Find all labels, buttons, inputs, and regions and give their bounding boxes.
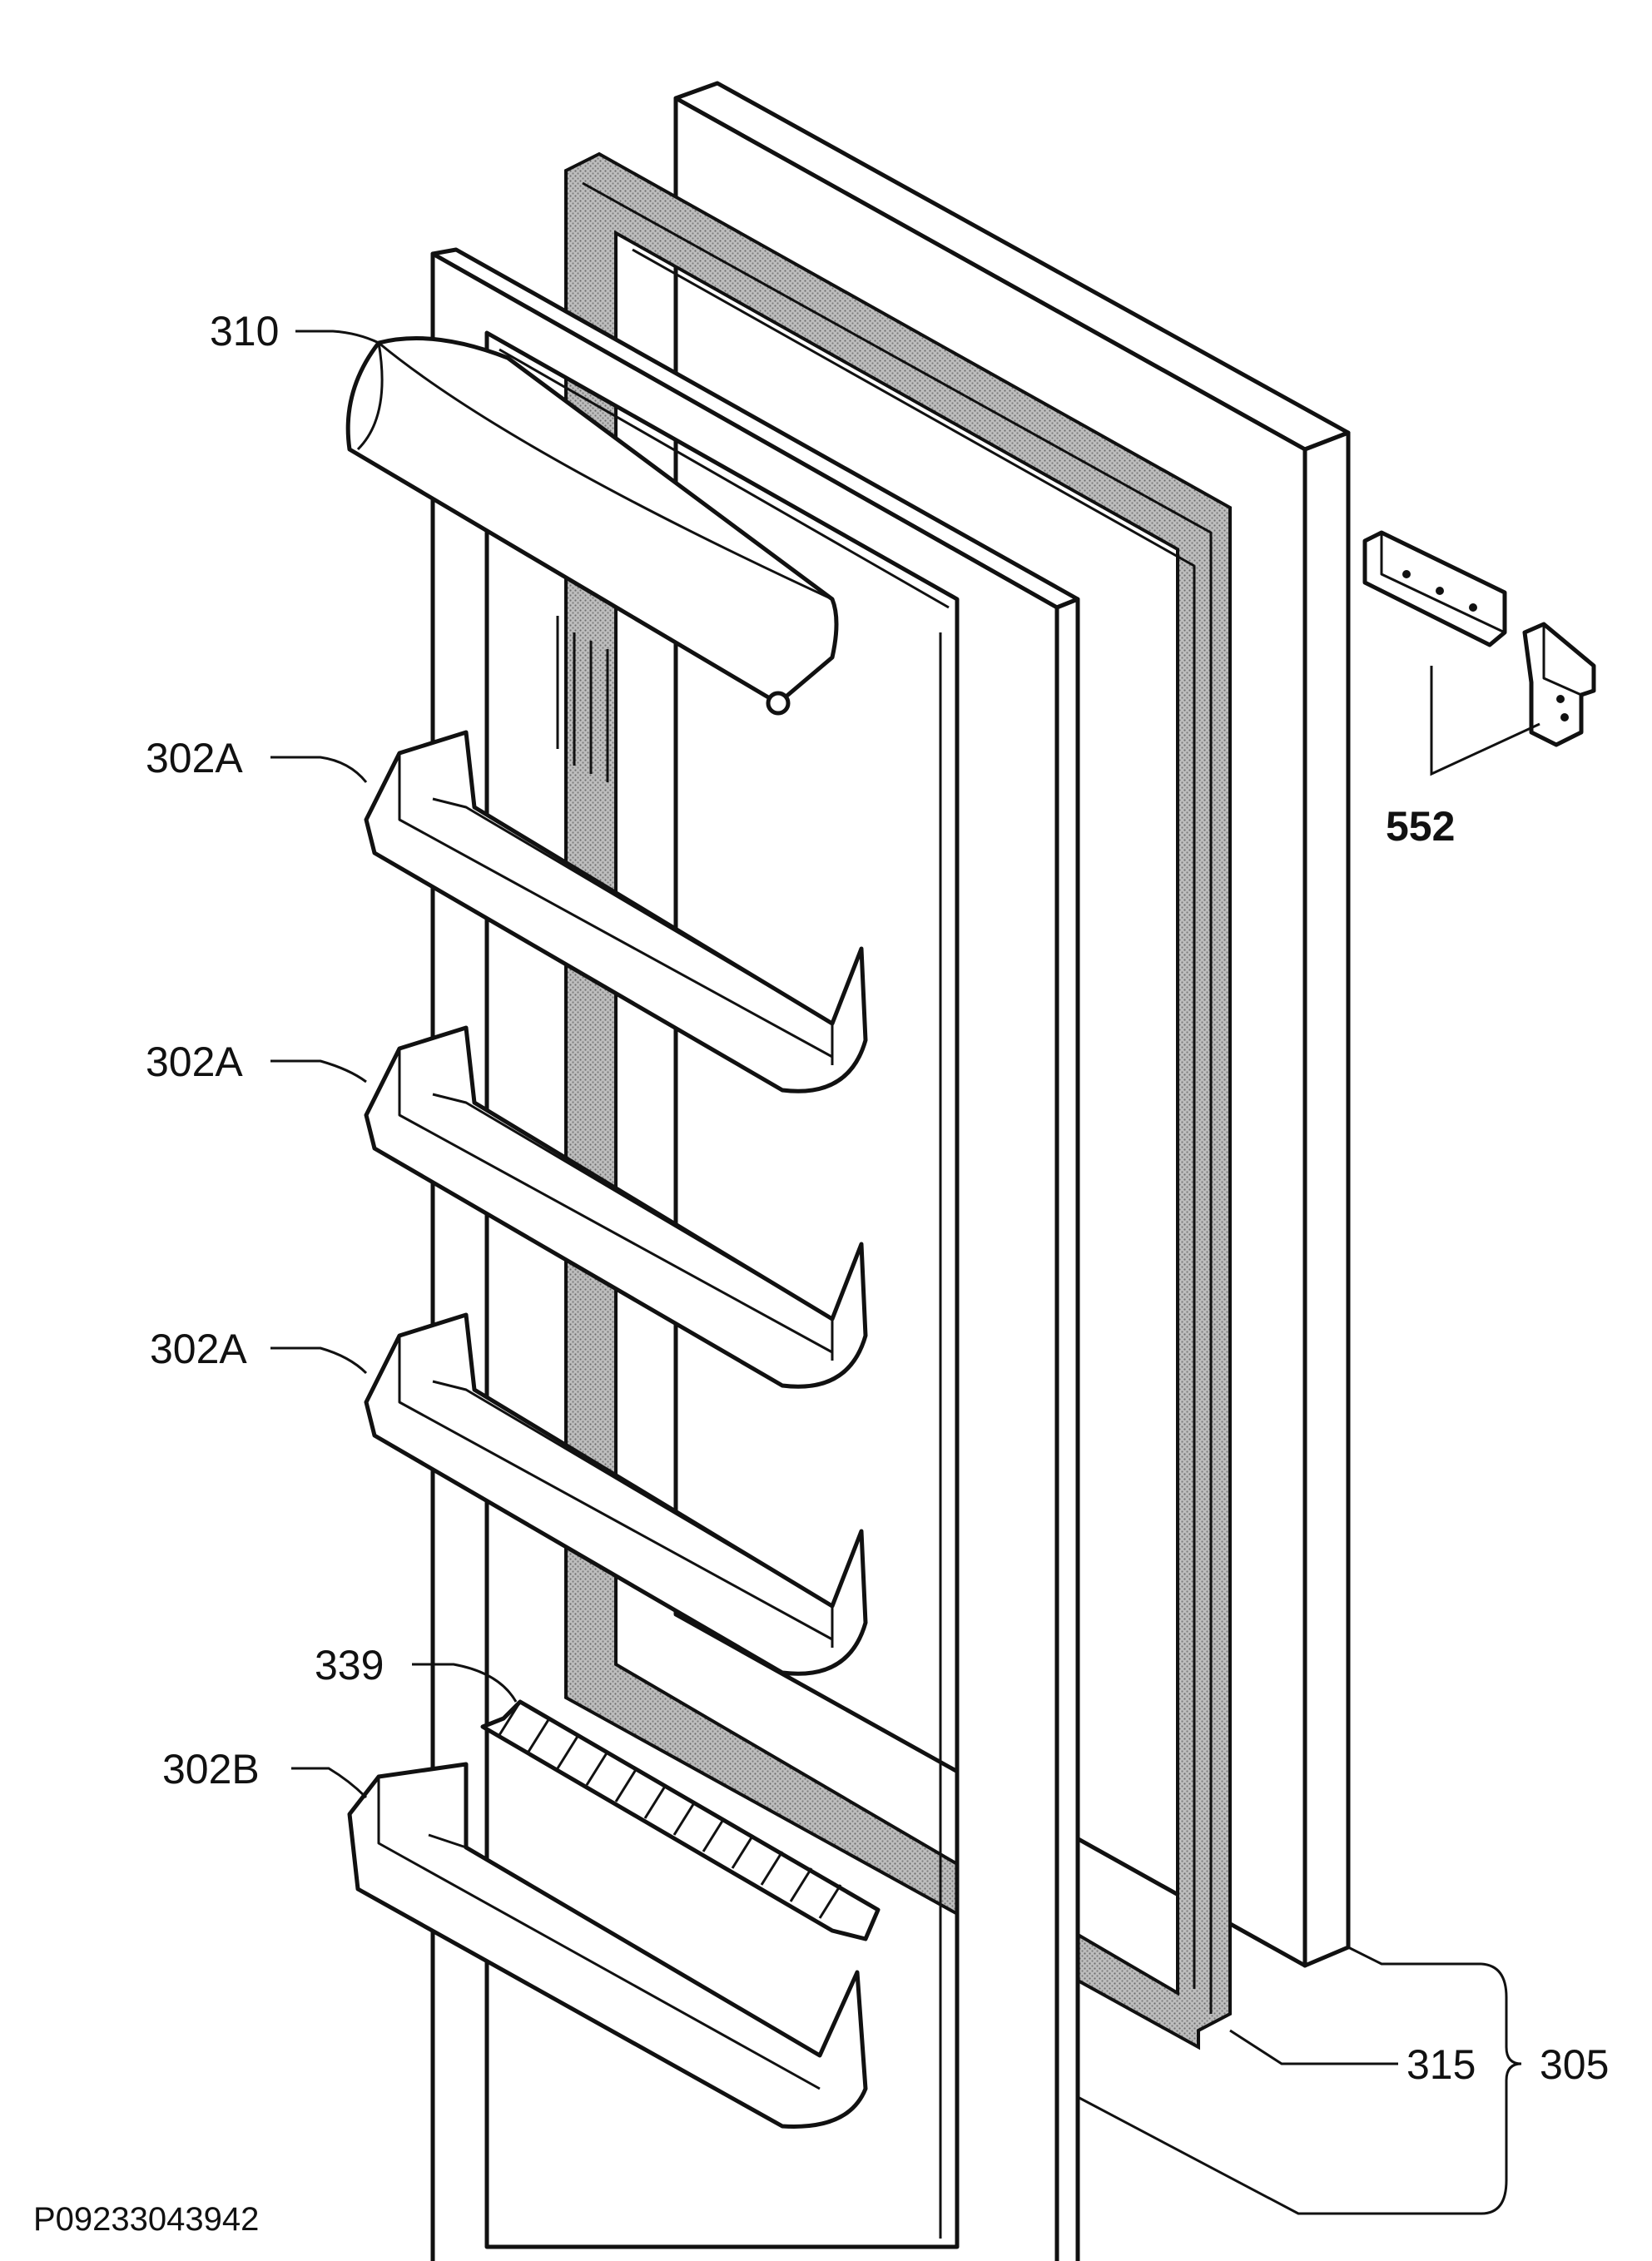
- drawing-code: P09233043942: [33, 2201, 259, 2238]
- callout-302b: 302B: [162, 1746, 260, 1792]
- hinge-bracket-upper: [1362, 530, 1507, 647]
- callout-302a-3: 302A: [150, 1326, 247, 1372]
- callout-310: 310: [210, 308, 279, 355]
- leader-lines: [270, 330, 1540, 2215]
- callout-302a-1: 302A: [146, 735, 243, 781]
- inner-door-liner: [430, 247, 1080, 2261]
- hinge-bracket-lower: [1522, 622, 1596, 747]
- callout-305: 305: [1540, 2041, 1609, 2088]
- dairy-compartment-flap: [345, 335, 839, 716]
- callout-552: 552: [1386, 803, 1455, 850]
- door-shelf-1: [364, 730, 868, 1093]
- door-shelf-bottom: [347, 1762, 868, 2129]
- callout-302a-2: 302A: [146, 1039, 243, 1085]
- callout-339: 339: [315, 1642, 384, 1688]
- door-shelf-2: [364, 1025, 868, 1389]
- bottle-grille: [480, 1699, 881, 1941]
- callout-315: 315: [1406, 2041, 1476, 2088]
- door-shelf-3: [364, 1312, 868, 1676]
